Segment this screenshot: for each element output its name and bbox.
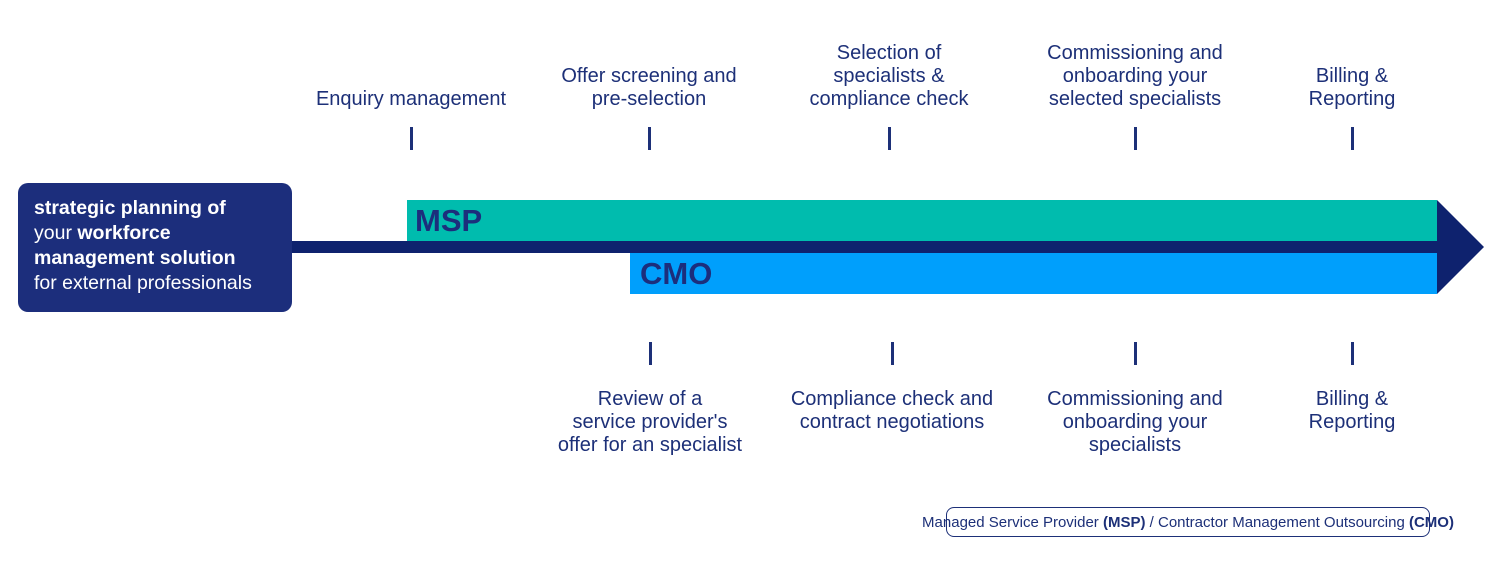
intro-line-2: your workforce (34, 222, 171, 244)
top-step-label-enquiry-management: Enquiry management (315, 88, 507, 110)
top-tick-5 (1351, 127, 1354, 150)
top-tick-1 (410, 127, 413, 150)
cmo-bar-label: CMO (640, 255, 713, 291)
bottom-tick-4 (1351, 342, 1354, 365)
legend-text-cmo-full: Contractor Management Outsourcing (1158, 513, 1409, 531)
msp-bar-label: MSP (415, 202, 483, 238)
msp-bar: MSP (407, 200, 1437, 241)
top-tick-4 (1134, 127, 1137, 150)
cmo-bar: CMO (630, 253, 1437, 294)
intro-line-3: management solution (34, 247, 236, 269)
legend-text-cmo-abbr: (CMO) (1408, 513, 1454, 531)
top-step-label-offer-screening: Offer screening and pre-selection (561, 65, 737, 110)
top-tick-2 (648, 127, 651, 150)
legend-text-msp-abbr: (MSP) (1102, 513, 1146, 531)
bottom-step-label-billing-reporting: Billing & Reporting (1308, 388, 1396, 433)
bottom-step-label-commissioning-onboarding: Commissioning and onboarding your specia… (1047, 388, 1223, 456)
intro-line-4: for external professionals (34, 272, 252, 294)
timeline-arrow-shaft (285, 241, 1442, 253)
top-step-label-selection-of-specialists: Selection of specialists & compliance ch… (809, 42, 969, 110)
bottom-step-label-compliance-check: Compliance check and contract negotiatio… (790, 388, 994, 433)
bottom-step-label-review-of-offer: Review of a service provider's offer for… (557, 388, 743, 456)
bottom-tick-3 (1134, 342, 1137, 365)
timeline-arrow-head-icon (1437, 200, 1484, 294)
legend-box: Managed Service Provider (MSP) / Contrac… (922, 507, 1454, 537)
bottom-tick-2 (891, 342, 894, 365)
top-step-label-commissioning-onboarding-selected: Commissioning and onboarding your select… (1047, 42, 1223, 110)
bottom-tick-1 (649, 342, 652, 365)
legend-text-msp-full: Managed Service Provider (922, 513, 1103, 531)
intro-box: strategic planning of your workforce man… (18, 183, 292, 312)
top-tick-3 (888, 127, 891, 150)
top-step-label-billing-reporting: Billing & Reporting (1308, 65, 1396, 110)
intro-line-1: strategic planning of (34, 197, 226, 219)
legend-separator: / (1145, 513, 1158, 531)
